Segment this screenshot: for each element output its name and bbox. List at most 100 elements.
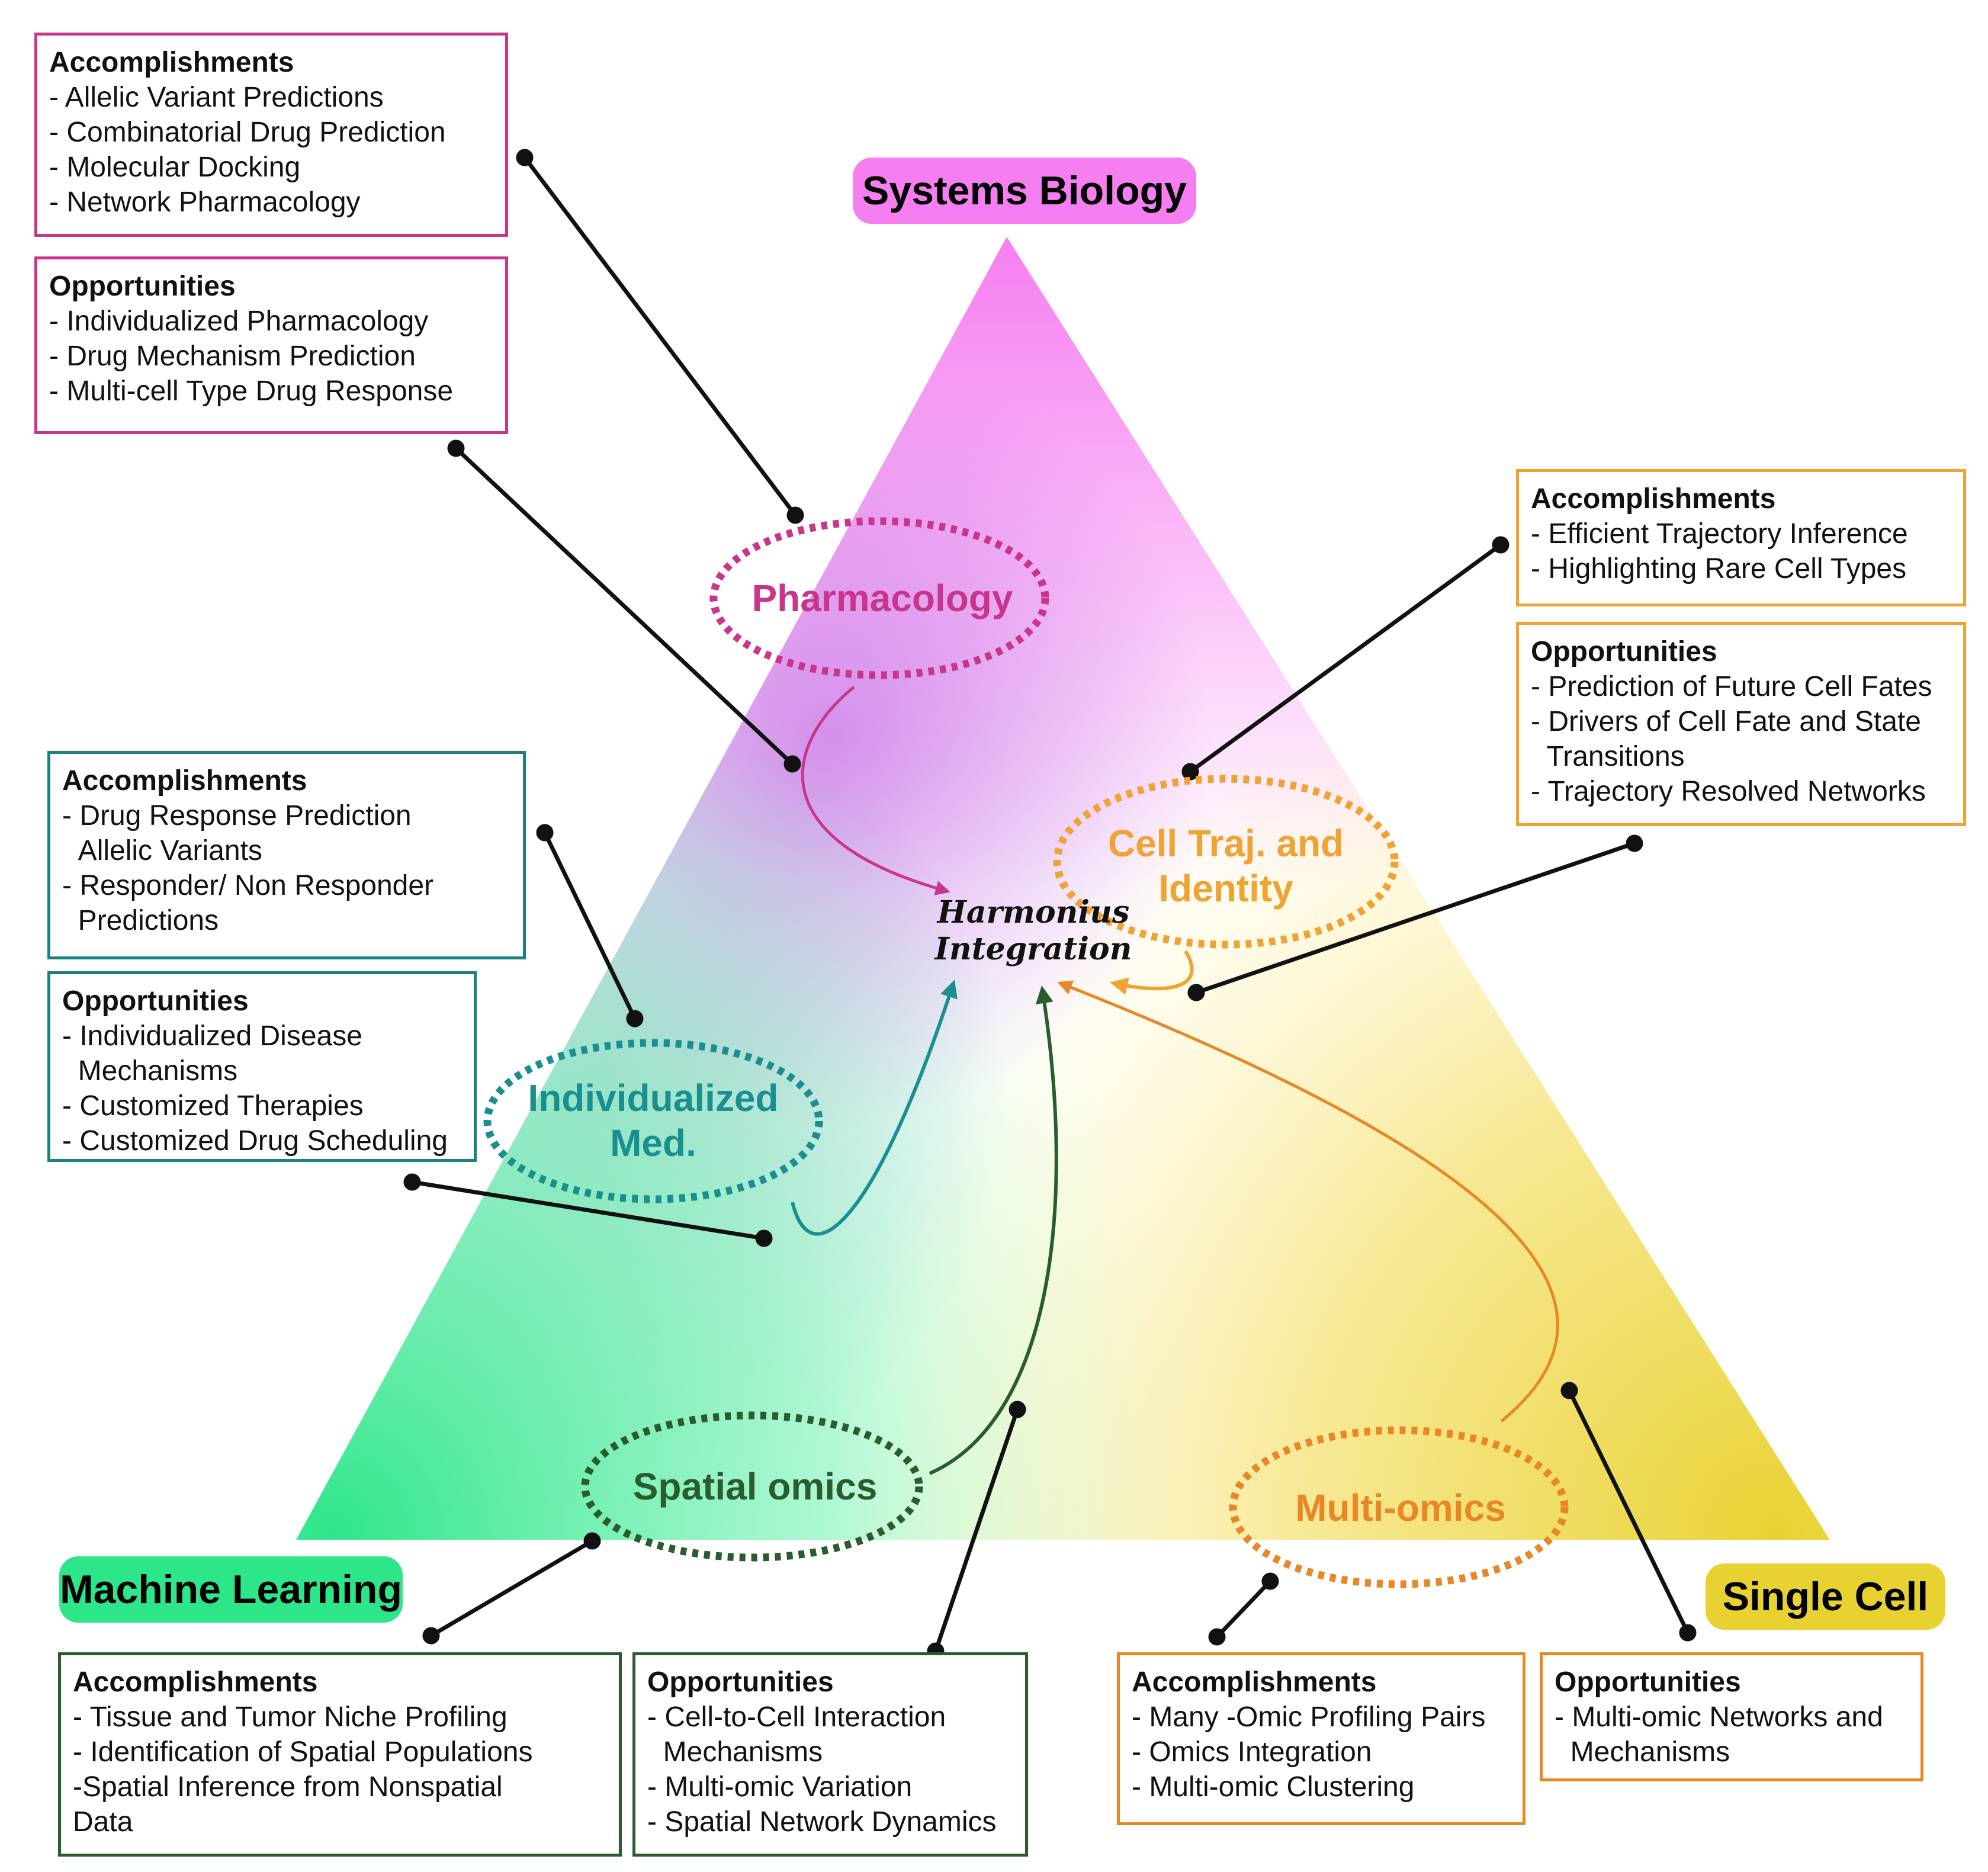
box-heading: Accomplishments	[73, 1667, 318, 1698]
box-item: - Drug Response Prediction	[62, 800, 412, 831]
box-item: Allelic Variants	[62, 835, 262, 866]
integration-arrows	[791, 686, 1559, 1475]
box-heading: Opportunities	[62, 985, 249, 1017]
connector-dot	[1181, 763, 1199, 781]
box-item: - Cell-to-Cell Interaction	[647, 1701, 946, 1733]
box-item: - Many -Omic Profiling Pairs	[1132, 1701, 1486, 1733]
center-label: Harmonius Integration	[912, 894, 1155, 968]
box-item: - Tissue and Tumor Niche Profiling	[73, 1701, 508, 1733]
connector-dot	[583, 1532, 601, 1550]
center-label-line: Integration	[934, 931, 1132, 967]
box-individualized-accomplishments: Accomplishments - Drug Response Predicti…	[47, 751, 526, 959]
box-heading: Opportunities	[1555, 1667, 1741, 1698]
corner-label-systems-biology: Systems Biology	[853, 158, 1196, 224]
node-label-individualized: Med.	[610, 1122, 696, 1164]
box-item: Mechanisms	[62, 1055, 238, 1087]
box-heading: Opportunities	[1531, 636, 1717, 667]
box-item: - Highlighting Rare Cell Types	[1531, 553, 1907, 585]
corner-label-single-cell: Single Cell	[1706, 1563, 1945, 1630]
connector-dot	[516, 149, 534, 166]
connector-dot	[1208, 1628, 1226, 1646]
ellipse-spatial	[581, 1411, 923, 1562]
box-heading: Accomplishments	[1531, 483, 1776, 515]
connector-dot	[783, 755, 801, 773]
arrow-spatial	[929, 985, 1058, 1475]
connector-cell-opp	[1195, 841, 1636, 995]
box-item: Mechanisms	[647, 1736, 823, 1768]
connector-dot	[1679, 1624, 1697, 1642]
connector-dot	[1187, 984, 1205, 1001]
connector-pharm-acc	[523, 156, 797, 517]
node-label-individualized: Individualized	[528, 1077, 778, 1119]
node-label-pharmacology: Pharmacology	[751, 577, 1013, 619]
box-item: - Combinatorial Drug Prediction	[49, 117, 446, 148]
connector-ind-opp	[412, 1180, 765, 1241]
connector-dot	[786, 506, 804, 524]
arrow-individualized	[791, 980, 958, 1236]
ellipse-cell-traj	[1053, 775, 1399, 949]
connector-dot	[1626, 834, 1643, 852]
box-item: - Multi-omic Networks and	[1555, 1701, 1883, 1733]
box-item: - Molecular Docking	[49, 152, 301, 183]
center-label-line: Harmonius	[937, 894, 1130, 930]
box-heading: Accomplishments	[1132, 1667, 1377, 1698]
connector-multi-opp	[1567, 1389, 1690, 1634]
connector-pharm-opp	[454, 447, 794, 766]
ellipse-pharmacology	[709, 517, 1049, 679]
box-item: - Allelic Variant Predictions	[49, 82, 384, 113]
connector-spatial-acc	[430, 1539, 593, 1638]
connector-spatial-opp	[933, 1408, 1020, 1652]
box-item: -Spatial Inference from Nonspatial	[73, 1771, 503, 1803]
connector-dot	[626, 1010, 644, 1027]
box-item: Transitions	[1531, 741, 1685, 772]
box-pharmacology-opportunities: Opportunities - Individualized Pharmacol…	[34, 256, 508, 434]
ellipse-multiomics	[1229, 1426, 1569, 1588]
connector-dot	[447, 439, 465, 457]
connector-multi-acc	[1215, 1579, 1272, 1639]
box-item: - Spatial Network Dynamics	[647, 1806, 997, 1838]
box-item: - Customized Therapies	[62, 1090, 364, 1122]
box-item: - Drivers of Cell Fate and State	[1531, 706, 1921, 737]
connector-dot	[1261, 1572, 1279, 1590]
box-item: - Prediction of Future Cell Fates	[1531, 671, 1932, 702]
connector-cell-acc	[1189, 543, 1502, 773]
box-heading: Opportunities	[647, 1667, 834, 1698]
box-item: Mechanisms	[1555, 1736, 1730, 1768]
node-labels: Pharmacology Cell Traj. and Identity Ind…	[528, 577, 1505, 1529]
box-heading: Opportunities	[49, 271, 236, 302]
box-heading: Accomplishments	[49, 47, 294, 78]
box-item: - Multi-omic Variation	[647, 1771, 913, 1803]
node-label-cell-traj: Identity	[1158, 867, 1293, 910]
box-item: - Responder/ Non Responder	[62, 870, 434, 901]
box-item: - Individualized Disease	[62, 1020, 362, 1052]
connector-dot	[755, 1229, 773, 1247]
node-label-spatial: Spatial omics	[633, 1465, 878, 1508]
connector-dot	[422, 1627, 440, 1645]
box-cell-traj-opportunities: Opportunities - Prediction of Future Cel…	[1516, 622, 1966, 826]
box-pharmacology-accomplishments: Accomplishments - Allelic Variant Predic…	[34, 33, 508, 237]
box-item: - Identification of Spatial Populations	[73, 1736, 533, 1768]
arrow-multiomics	[1057, 980, 1559, 1423]
box-item: - Multi-cell Type Drug Response	[49, 375, 454, 407]
box-multiomics-accomplishments: Accomplishments - Many -Omic Profiling P…	[1117, 1652, 1525, 1825]
arrow-pharmacology	[801, 686, 950, 895]
box-item: - Multi-omic Clustering	[1132, 1771, 1415, 1803]
corner-label-machine-learning: Machine Learning	[59, 1556, 403, 1623]
connector-dot	[1009, 1401, 1026, 1418]
connector-dot	[1560, 1382, 1578, 1399]
box-item: Data	[73, 1806, 133, 1838]
node-ellipses	[483, 517, 1569, 1588]
box-item: - Network Pharmacology	[49, 187, 361, 218]
connectors	[403, 149, 1697, 1660]
connector-dot	[536, 824, 554, 842]
box-item: - Drug Mechanism Prediction	[49, 341, 416, 372]
box-cell-traj-accomplishments: Accomplishments - Efficient Trajectory I…	[1516, 469, 1966, 606]
box-heading: Accomplishments	[62, 765, 307, 797]
box-individualized-opportunities: Opportunities - Individualized Disease M…	[47, 971, 477, 1162]
box-spatial-accomplishments: Accomplishments - Tissue and Tumor Niche…	[58, 1652, 622, 1857]
arrow-cell-traj	[1110, 950, 1194, 995]
ellipse-individualized	[483, 1039, 823, 1203]
node-label-multiomics: Multi-omics	[1295, 1486, 1506, 1529]
box-item: Predictions	[62, 905, 219, 936]
